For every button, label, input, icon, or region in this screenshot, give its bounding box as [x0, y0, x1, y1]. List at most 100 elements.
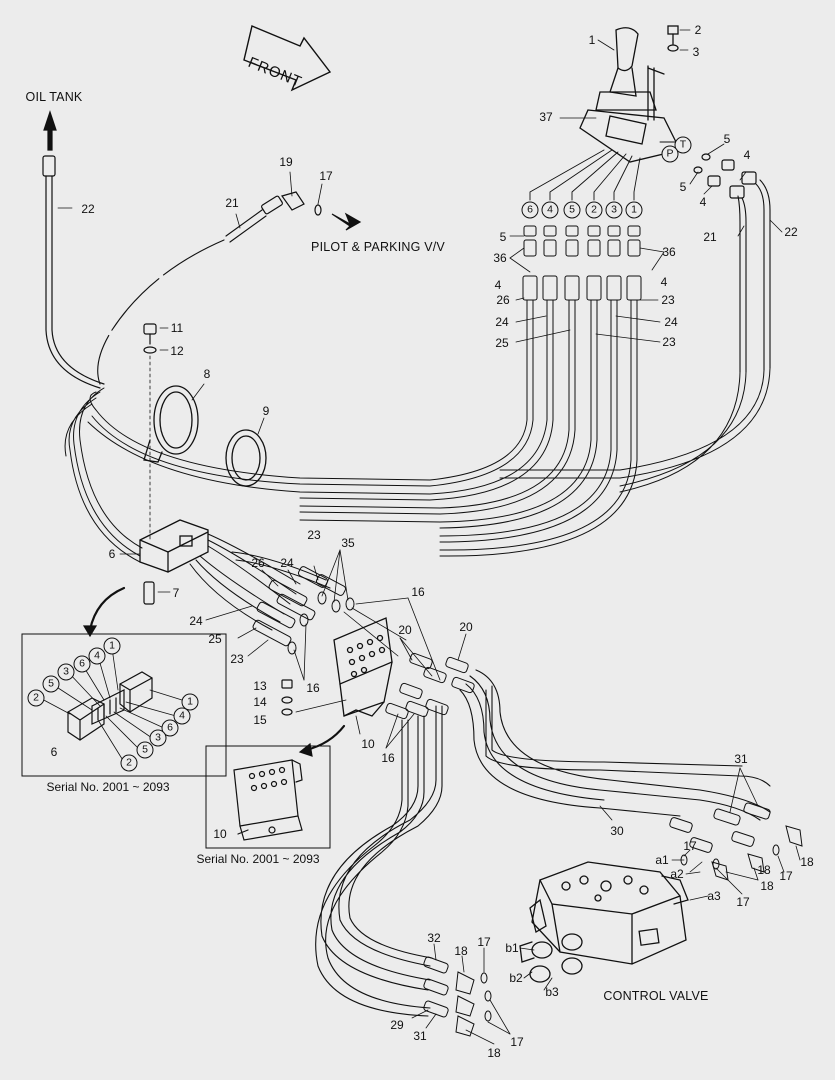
callout-23-ports-lower: 23	[662, 335, 676, 349]
inset1-port-5-left: 5	[42, 675, 60, 693]
hoses-to-control-valve-b	[315, 705, 443, 1017]
callout-21-right: 21	[703, 230, 717, 244]
callout-8: 8	[203, 367, 211, 381]
inset1-port-2-left: 2	[27, 689, 45, 707]
inset1-frame	[21, 633, 227, 777]
callout-18-valve-c: 18	[757, 863, 771, 877]
callout-19: 19	[279, 155, 293, 169]
callout-3: 3	[692, 45, 700, 59]
callout-30: 30	[610, 824, 624, 838]
port-T: T	[674, 136, 692, 154]
callout-5-ports: 5	[499, 230, 507, 244]
inset1-port-4-left: 4	[88, 647, 106, 665]
callout-23-cluster-lower: 23	[230, 652, 244, 666]
callout-18-valve-b: 18	[800, 855, 814, 869]
hoses-bracket-to-fittings	[189, 533, 331, 631]
callout-23-ports-upper: 23	[661, 293, 675, 307]
tank-fitting	[42, 155, 56, 177]
fitting-cluster-upper	[252, 566, 355, 655]
inset1-port-5-right: 5	[136, 741, 154, 759]
callout-6: 6	[108, 547, 116, 561]
callout-25-cluster: 25	[208, 632, 222, 646]
callout-17-valve-a: 17	[683, 839, 697, 853]
hose-22-left	[45, 175, 105, 389]
callout-5-upper: 5	[723, 132, 731, 146]
port-4: 4	[541, 201, 559, 219]
callout-17-pilot: 17	[319, 169, 333, 183]
callout-17-bottom-upper: 17	[477, 935, 491, 949]
callout-22-right: 22	[784, 225, 798, 239]
callout-24-cluster-lower: 24	[189, 614, 203, 628]
inset1-leaders	[39, 647, 183, 763]
valve-port-a1: a1	[655, 853, 669, 867]
bracket-10	[333, 617, 393, 717]
callout-20-left: 20	[398, 623, 412, 637]
port-6: 6	[521, 201, 539, 219]
inset2-part-label: 10	[213, 827, 227, 841]
front-arrow	[243, 25, 332, 92]
callout-18-bottom-upper: 18	[454, 944, 468, 958]
caption-control-valve: CONTROL VALVE	[603, 989, 709, 1003]
valve-port-a3: a3	[707, 889, 721, 903]
callout-26-cluster: 26	[251, 556, 265, 570]
elbow-19	[281, 191, 305, 211]
inset1-port-3-right: 3	[149, 729, 167, 747]
callout-18-valve-a: 18	[760, 879, 774, 893]
callout-21-left: 21	[225, 196, 239, 210]
callout-31-bottom: 31	[413, 1029, 427, 1043]
callout-32: 32	[427, 931, 441, 945]
callout-7: 7	[172, 586, 180, 600]
callout-18-bottom-lower: 18	[487, 1046, 501, 1060]
callout-12: 12	[170, 344, 184, 358]
valve-port-a2: a2	[670, 867, 684, 881]
oil-tank-arrow	[43, 110, 57, 151]
valve-port-b3: b3	[545, 985, 559, 999]
fitting-cluster-lower	[343, 607, 475, 720]
callout-4-upper: 4	[743, 148, 751, 162]
inset1-serial: Serial No. 2001 ~ 2093	[46, 780, 170, 794]
callout-16-lower: 16	[381, 751, 395, 765]
inset2-frame	[205, 745, 331, 849]
hose-bundle-left-loop	[64, 387, 143, 563]
callout-24-ports-left: 24	[495, 315, 509, 329]
callout-10: 10	[361, 737, 375, 751]
port-fittings	[522, 225, 642, 301]
hoses-to-control-valve-a	[459, 669, 771, 821]
valve-port-b2: b2	[509, 971, 523, 985]
callout-4-lower: 4	[699, 195, 707, 209]
callout-15: 15	[253, 713, 267, 727]
callout-36-right: 36	[662, 245, 676, 259]
port-2: 2	[585, 201, 603, 219]
inset1-port-1-left: 1	[103, 637, 121, 655]
callout-17-bottom-lower: 17	[510, 1035, 524, 1049]
callout-4-right: 4	[660, 275, 668, 289]
callout-5-lower: 5	[679, 180, 687, 194]
hoses-right	[737, 179, 771, 373]
callout-13: 13	[253, 679, 267, 693]
callout-35: 35	[341, 536, 355, 550]
inset1-port-6-right: 6	[161, 719, 179, 737]
callout-31-right: 31	[734, 752, 748, 766]
bottom-fittings	[423, 956, 492, 1037]
right-hose-fittings	[669, 802, 803, 881]
callout-29: 29	[390, 1018, 404, 1032]
callout-36-left: 36	[493, 251, 507, 265]
callout-25-ports: 25	[495, 336, 509, 350]
callout-37: 37	[539, 110, 553, 124]
valve-port-b1: b1	[505, 941, 519, 955]
callout-17-valve-c: 17	[736, 895, 750, 909]
inset1-port-3-left: 3	[57, 663, 75, 681]
port-3: 3	[605, 201, 623, 219]
callout-20-right: 20	[459, 620, 473, 634]
hose-21-loop	[97, 239, 225, 385]
callout-16-middle: 16	[306, 681, 320, 695]
port-5: 5	[563, 201, 581, 219]
callout-2: 2	[694, 23, 702, 37]
caption-pilot-parking-valve: PILOT & PARKING V/V	[311, 240, 445, 254]
callout-26-ports: 26	[496, 293, 510, 307]
inset1-port-1-right: 1	[181, 693, 199, 711]
inset2-serial: Serial No. 2001 ~ 2093	[196, 852, 320, 866]
callout-16-upper: 16	[411, 585, 425, 599]
